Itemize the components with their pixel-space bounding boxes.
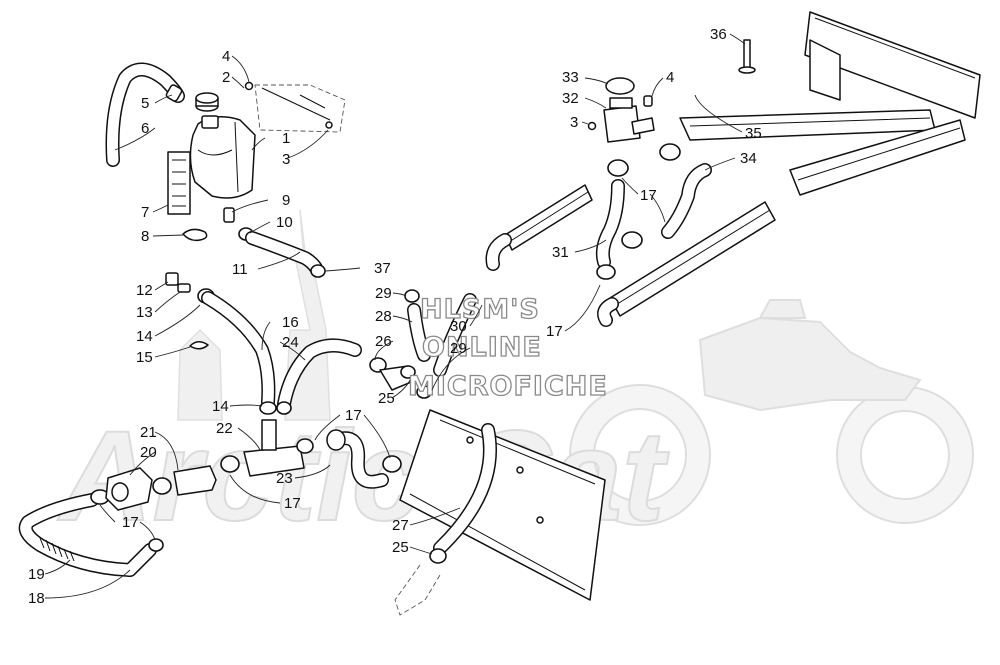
leader-lines: [44, 33, 746, 599]
bleed-washer: [177, 283, 191, 293]
retaining-clip: [182, 228, 208, 242]
heat-exchanger-assembly: [485, 11, 981, 327]
tank-decal: [167, 151, 191, 215]
coolant-tank-assembly: [105, 62, 346, 278]
mounting-bolt: [743, 39, 751, 69]
callout-20: 20: [140, 444, 157, 461]
coolant-tank: [189, 116, 256, 199]
right-extrusion: [609, 201, 776, 317]
callout-18: 18: [28, 590, 45, 607]
hose-clamp-37: [310, 264, 326, 278]
callout-8: 8: [141, 228, 149, 245]
callout-12: 12: [136, 282, 153, 299]
lower-hose-group: [18, 419, 402, 577]
callout-37: 37: [374, 260, 391, 277]
callout-14b: 14: [212, 398, 229, 415]
callout-15: 15: [136, 349, 153, 366]
watermark-line-3: MICROFICHE: [408, 371, 608, 402]
callout-17c: 17: [122, 514, 139, 531]
callout-29a: 29: [375, 285, 392, 302]
callout-30: 30: [450, 318, 467, 335]
callout-17e: 17: [546, 323, 563, 340]
callout-25b: 25: [392, 539, 409, 556]
callout-4: 4: [222, 48, 230, 65]
callout-32: 32: [562, 90, 579, 107]
snap-ring: [189, 341, 209, 350]
watermark-line-1: HLSM'S: [420, 294, 540, 325]
callout-6: 6: [141, 120, 149, 137]
hose-clamp-29a: [404, 289, 420, 303]
hose-clamp-25a: [369, 357, 387, 373]
callout-1: 1: [282, 130, 290, 147]
callout-3b: 3: [570, 114, 578, 131]
callout-29b: 29: [450, 340, 467, 357]
callout-36: 36: [710, 26, 727, 43]
callout-25a: 25: [378, 390, 395, 407]
radiator-cap: [605, 77, 635, 95]
callout-14: 14: [136, 328, 153, 345]
callout-28: 28: [375, 308, 392, 325]
callout-35: 35: [745, 125, 762, 142]
callout-3: 3: [282, 151, 290, 168]
tank-outlet-fitting: [223, 207, 235, 223]
hose-clamp-25b: [429, 548, 447, 564]
hose-fitting: [165, 84, 183, 102]
heat-exchanger-frame: [804, 11, 981, 119]
hose-clamp-14b: [259, 401, 277, 415]
callout-34: 34: [740, 150, 757, 167]
hose-clamp-17b: [148, 538, 164, 552]
callout-31: 31: [552, 244, 569, 261]
callout-33: 33: [562, 69, 579, 86]
center-fittings: [369, 289, 477, 399]
mounting-plate: [394, 409, 606, 616]
callout-22: 22: [216, 420, 233, 437]
tee-fitting: [243, 445, 305, 477]
motorcycle-watermark: [569, 299, 974, 526]
tank-cap: [195, 92, 219, 112]
callout-13: 13: [136, 304, 153, 321]
callout-21: 21: [140, 424, 157, 441]
callout-17d: 17: [640, 187, 657, 204]
callout-27: 27: [392, 517, 409, 534]
callout-16: 16: [282, 314, 299, 331]
callout-4b: 4: [666, 69, 674, 86]
callout-23: 23: [276, 470, 293, 487]
callout-26: 26: [375, 333, 392, 350]
callout-10: 10: [276, 214, 293, 231]
callout-17a: 17: [284, 495, 301, 512]
callout-7: 7: [141, 204, 149, 221]
callout-labels: 1 2 3 4 5 6 7 8 9 10 11 12 13 14 15 16 2…: [28, 26, 762, 607]
bleed-screw: [165, 272, 179, 286]
callout-19: 19: [28, 566, 45, 583]
callout-9: 9: [282, 192, 290, 209]
coupling-hose: [173, 465, 217, 496]
hose-clamp-17c: [382, 455, 402, 473]
callout-24: 24: [282, 334, 299, 351]
watermark-text: HLSM'S ONLINE MICROFICHE: [407, 293, 608, 402]
callout-11: 11: [232, 261, 248, 278]
watermark-line-2: ONLINE: [422, 332, 542, 363]
callout-2: 2: [222, 69, 230, 86]
callout-17b: 17: [345, 407, 362, 424]
callout-5: 5: [141, 95, 149, 112]
